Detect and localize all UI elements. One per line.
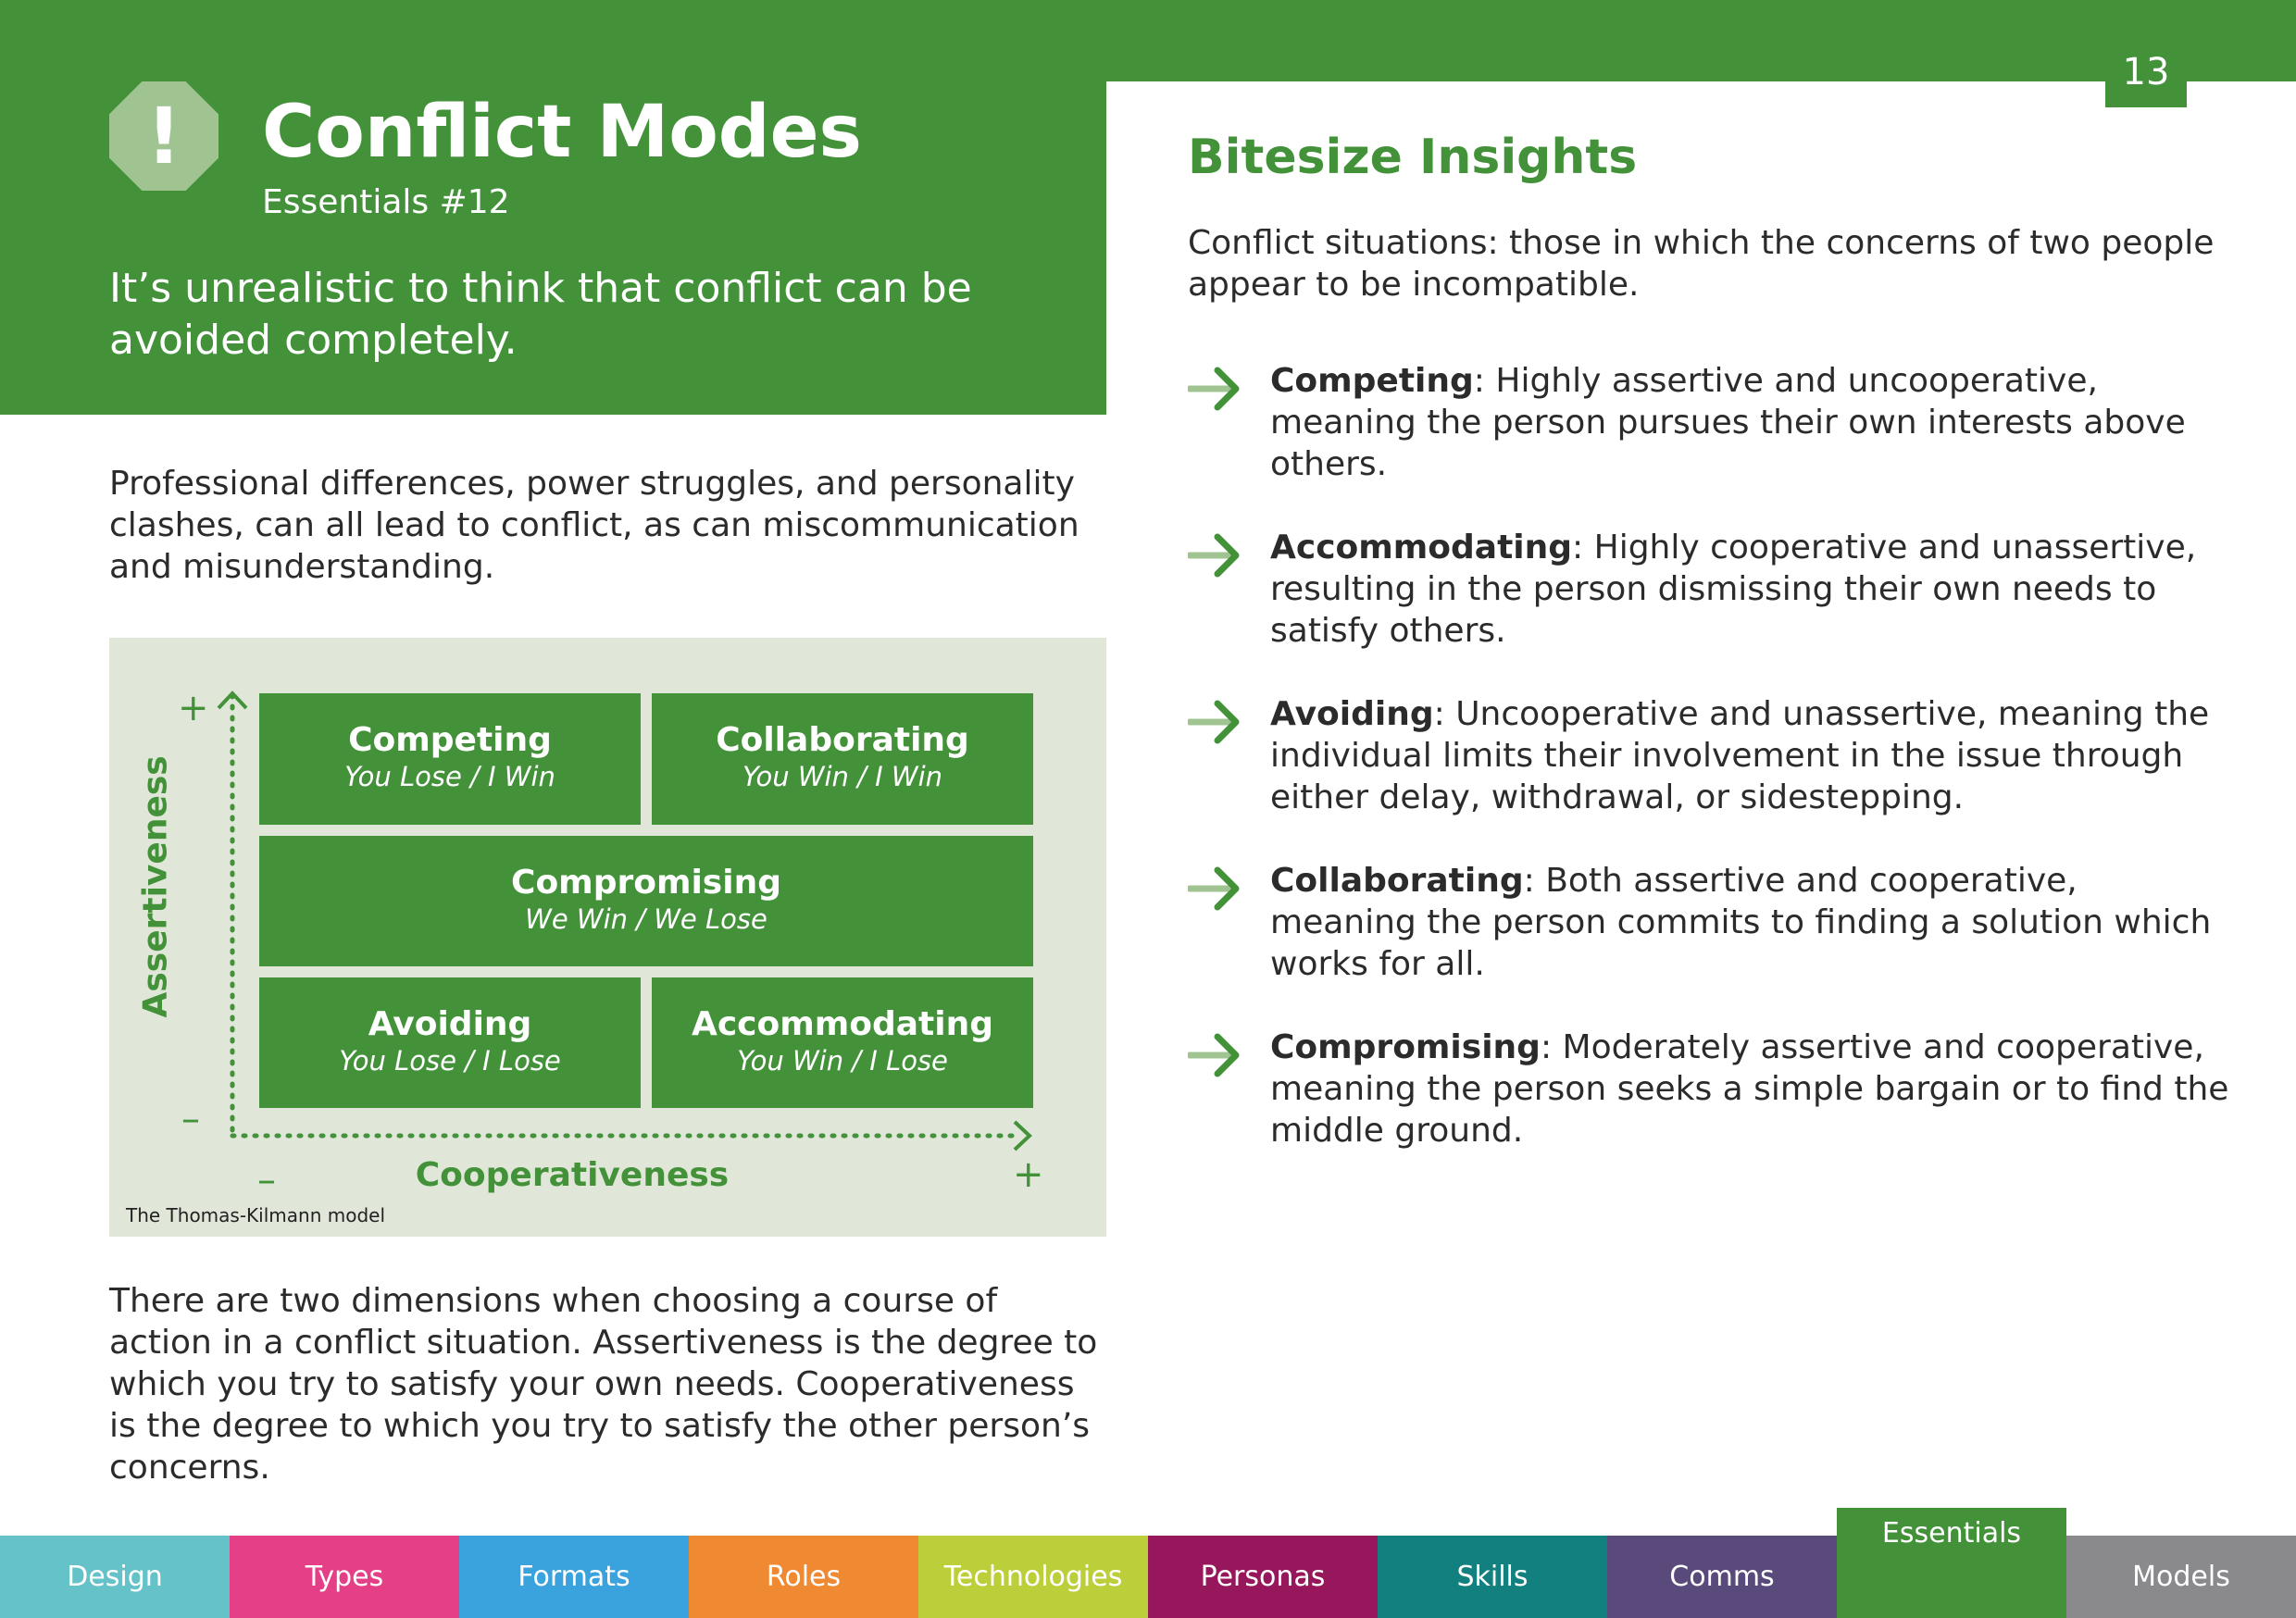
mode-text: Avoiding: Uncooperative and unassertive,…: [1270, 693, 2233, 818]
tab-design[interactable]: Design: [0, 1536, 230, 1618]
cell-compromising: Compromising We Win / We Lose: [259, 836, 1033, 966]
tab-essentials[interactable]: Essentials: [1837, 1508, 2066, 1618]
mode-text: Competing: Highly assertive and uncooper…: [1270, 360, 2233, 485]
cell-name: Accommodating: [691, 1005, 994, 1043]
mode-term: Compromising: [1270, 1028, 1541, 1066]
y-axis-label: Assertiveness: [136, 755, 175, 1018]
tab-models[interactable]: Models: [2066, 1536, 2296, 1618]
y-axis-plus: +: [178, 687, 209, 729]
cell-name: Avoiding: [368, 1005, 532, 1043]
mode-term: Avoiding: [1270, 695, 1434, 733]
tab-roles[interactable]: Roles: [689, 1536, 918, 1618]
insights-title: Bitesize Insights: [1188, 130, 1638, 185]
section-tabs: Design Types Formats Roles Technologies …: [0, 1508, 2296, 1618]
header-panel: [0, 0, 1106, 415]
cell-accommodating: Accommodating You Win / I Lose: [652, 977, 1033, 1108]
mode-text: Collaborating: Both assertive and cooper…: [1270, 860, 2233, 985]
thomas-kilmann-diagram: + – – + Assertiveness Cooperativeness Co…: [109, 638, 1106, 1237]
arrow-right-icon: [1188, 866, 1240, 911]
y-axis-arrowhead: [217, 691, 248, 710]
tab-comms[interactable]: Comms: [1607, 1536, 1837, 1618]
diagram-axes: [217, 691, 1032, 1151]
x-axis-minus: –: [257, 1159, 276, 1201]
mode-text: Accommodating: Highly cooperative and un…: [1270, 527, 2233, 652]
cell-avoiding: Avoiding You Lose / I Lose: [259, 977, 641, 1108]
cell-outcome: You Lose / I Win: [344, 761, 555, 792]
mode-desc: : Moderately assertive and cooperative, …: [1270, 1028, 2229, 1150]
cell-competing: Competing You Lose / I Win: [259, 693, 641, 825]
page-subtitle: Essentials #12: [262, 183, 510, 221]
dimensions-paragraph: There are two dimensions when choosing a…: [109, 1282, 1098, 1487]
mode-desc: : Highly cooperative and unassertive, re…: [1270, 529, 2197, 650]
mode-desc: : Both assertive and cooperative, meanin…: [1270, 862, 2212, 983]
x-axis-arrowhead: [1013, 1120, 1032, 1151]
tab-types[interactable]: Types: [230, 1536, 459, 1618]
cell-name: Competing: [348, 721, 552, 759]
cell-outcome: We Win / We Lose: [525, 903, 767, 935]
insights-intro: Conflict situations: those in which the …: [1188, 224, 2215, 304]
arrow-right-icon: [1188, 533, 1240, 578]
arrow-right-icon: [1188, 1033, 1240, 1077]
tab-skills[interactable]: Skills: [1378, 1536, 1607, 1618]
cell-name: Compromising: [511, 864, 781, 902]
mode-desc: : Uncooperative and unassertive, meaning…: [1270, 695, 2210, 816]
mode-term: Collaborating: [1270, 862, 1524, 900]
arrow-right-icon: [1188, 367, 1240, 411]
tab-personas[interactable]: Personas: [1148, 1536, 1378, 1618]
cell-outcome: You Win / I Win: [742, 761, 943, 792]
lead-text: It’s unrealistic to think that conflict …: [109, 265, 972, 364]
mode-term: Competing: [1270, 362, 1474, 400]
mode-term: Accommodating: [1270, 529, 1573, 566]
cell-outcome: You Win / I Lose: [737, 1045, 948, 1077]
x-axis-plus: +: [1013, 1153, 1044, 1196]
y-axis-minus: –: [181, 1098, 200, 1140]
diagram-caption: The Thomas-Kilmann model: [126, 1204, 386, 1226]
cell-outcome: You Lose / I Lose: [339, 1045, 561, 1077]
cell-collaborating: Collaborating You Win / I Win: [652, 693, 1033, 825]
intro-paragraph: Professional differences, power struggle…: [109, 465, 1079, 586]
tab-formats[interactable]: Formats: [459, 1536, 689, 1618]
page-number: 13: [2105, 37, 2187, 107]
mode-text: Compromising: Moderately assertive and c…: [1270, 1027, 2233, 1151]
tab-technologies[interactable]: Technologies: [918, 1536, 1148, 1618]
mode-desc: : Highly assertive and uncooperative, me…: [1270, 362, 2186, 483]
arrow-right-icon: [1188, 700, 1240, 744]
exclamation-icon: !: [109, 81, 218, 191]
page-title: Conflict Modes: [262, 91, 862, 174]
x-axis-label: Cooperativeness: [415, 1156, 730, 1194]
cell-name: Collaborating: [716, 721, 969, 759]
